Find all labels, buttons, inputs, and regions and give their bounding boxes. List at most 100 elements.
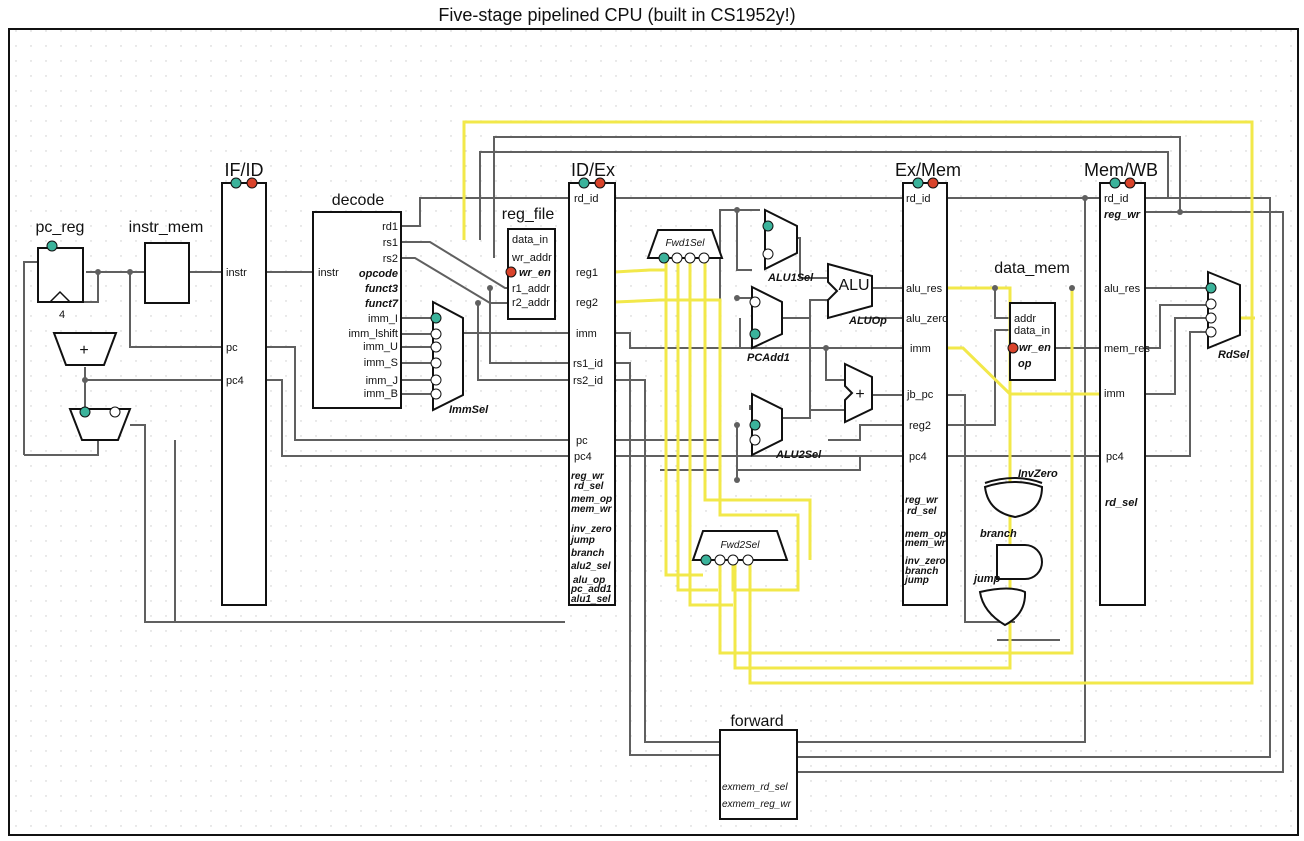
fwd1-sel-mux: Fwd1Sel [646,229,724,264]
ex-mem-port-imm: imm [910,343,931,355]
inv-zero-label: InvZero [1018,468,1058,480]
imm-sel-label: ImmSel [449,404,489,416]
alu1-sel-label: ALU1Sel [767,272,814,284]
pc-add1-label: PCAdd1 [747,352,790,364]
id-ex-port-pc: pc [576,435,588,447]
branch-logic-gates: InvZero branch jump [972,468,1058,627]
ex-mem-port-jb-pc: jb_pc [906,389,934,401]
fwd1-sel-label: Fwd1Sel [666,238,706,249]
id-ex-ctrl-inv-zero: inv_zero [571,524,612,535]
pc-reg-label: pc_reg [36,219,85,236]
pc-adder: + [52,332,118,366]
ex-mem-ctrl-branch: branch [905,566,938,577]
pc-mux [68,406,132,441]
fwd2-sel-mux: Fwd2Sel [691,530,789,566]
ex-mem-port-alu-res: alu_res [906,283,943,295]
reg-file-wr-en-port-icon [505,266,517,278]
mem-wb-label: Mem/WB [1084,160,1158,180]
decode-unit: decode instr rd1 rs1 rs2 opcode funct3 f… [312,192,402,409]
alu-label: ALU [838,277,869,294]
mem-wb-port-imm: imm [1104,388,1125,400]
forward-port-exmem-rd-sel: exmem_rd_sel [722,782,788,793]
id-ex-port-rs1-id: rs1_id [573,358,603,370]
ex-mem-ctrl-reg-wr: reg_wr [905,495,939,506]
ex-mem-register: Ex/Mem rd_id alu_res alu_zero imm jb_pc … [895,160,961,606]
instr-mem: instr_mem [129,219,204,304]
reg-file: reg_file data_in wr_addr wr_en r1_addr r… [502,206,556,320]
decode-port-opcode: opcode [359,268,398,280]
jump-gate-label: jump [972,573,1001,585]
decode-port-funct3: funct3 [365,283,398,295]
id-ex-port-pc4: pc4 [574,451,592,463]
id-ex-ctrl-alu2-sel: alu2_sel [571,561,611,572]
decode-port-instr: instr [318,267,339,279]
reg-file-port-r1-addr: r1_addr [512,283,550,295]
id-ex-port-imm: imm [576,328,597,340]
decode-port-rs2: rs2 [383,253,398,265]
id-ex-register: ID/Ex rd_id reg1 reg2 imm rs1_id rs2_id … [568,160,616,606]
decode-port-imm-i: imm_I [368,313,398,325]
mem-wb-register: Mem/WB rd_id reg_wr alu_res mem_res imm … [1084,160,1158,606]
id-ex-port-reg2: reg2 [576,297,598,309]
pc-add1-mux: PCAdd1 [747,285,790,364]
id-ex-ctrl-mem-wr: mem_wr [571,504,613,515]
ex-mem-ctrl-mem-wr: mem_wr [905,538,947,549]
data-mem-port-data-in: data_in [1014,325,1050,337]
datapath-wires [23,136,1284,773]
mem-wb-port-pc4: pc4 [1106,451,1124,463]
decode-port-imm-s: imm_S [364,357,398,369]
decode-port-imm-j: imm_J [366,375,398,387]
ex-mem-ctrl-rd-sel: rd_sel [907,506,937,517]
decode-port-imm-u: imm_U [363,341,398,353]
reg-file-label: reg_file [502,206,555,223]
ex-mem-port-reg2: reg2 [909,420,931,432]
id-ex-label: ID/Ex [571,160,615,180]
mem-wb-port-rd-sel: rd_sel [1105,497,1138,509]
wire-junctions [82,195,1183,483]
data-mem-port-wr-en: wr_en [1019,342,1051,354]
alu2-sel-mux: ALU2Sel [749,392,822,461]
svg-text:+: + [79,342,88,359]
ex-mem-port-rd-id: rd_id [906,193,930,205]
decode-port-rs1: rs1 [383,237,398,249]
id-ex-port-rs2-id: rs2_id [573,375,603,387]
if-id-reset-port-icon [246,177,258,189]
jb-adder-label: + [855,386,864,403]
data-mem-port-addr: addr [1014,313,1036,325]
forwarding-wires [462,120,1255,685]
if-id-register: IF/ID instr pc pc4 [221,160,267,606]
decode-port-rd1: rd1 [382,221,398,233]
decode-label: decode [332,192,385,209]
data-mem-port-op: op [1018,358,1032,370]
instr-mem-label: instr_mem [129,219,204,236]
pc-const-4: 4 [59,309,65,321]
forward-port-exmem-reg-wr: exmem_reg_wr [722,799,792,810]
id-ex-ctrl-branch: branch [571,548,604,559]
ex-mem-label: Ex/Mem [895,160,961,180]
reg-file-port-wr-en: wr_en [519,267,551,279]
jb-adder: + [844,362,873,424]
id-ex-ctrl-reg-wr: reg_wr [571,471,605,482]
data-mem: data_mem addr data_in wr_en op [994,260,1070,381]
data-mem-label: data_mem [994,260,1070,277]
ex-mem-ctrl-inv-zero: inv_zero [905,556,946,567]
branch-gate-label: branch [980,528,1017,540]
id-ex-ctrl-rd-sel: rd_sel [574,481,604,492]
decode-port-imm-lshift: imm_lshift [348,328,398,340]
if-id-port-instr: instr [226,267,247,279]
forward-label: forward [730,713,783,730]
diagram-title: Five-stage pipelined CPU (built in CS195… [438,5,795,25]
reg-file-port-data-in: data_in [512,234,548,246]
ex-mem-port-alu-zero: alu_zero [906,313,948,325]
if-id-label: IF/ID [225,160,264,180]
reg-file-port-r2-addr: r2_addr [512,297,550,309]
decode-port-imm-b: imm_B [364,388,398,400]
mem-wb-port-mem-res: mem_res [1104,343,1150,355]
if-id-en-port-icon [230,177,242,189]
id-ex-ctrl-mem-op: mem_op [571,494,612,505]
mem-wb-port-alu-res: alu_res [1104,283,1141,295]
pc-reg: pc_reg 4 [36,219,85,321]
id-ex-ctrl-alu1-sel: alu1_sel [571,594,611,605]
decode-port-funct7: funct7 [365,298,399,310]
